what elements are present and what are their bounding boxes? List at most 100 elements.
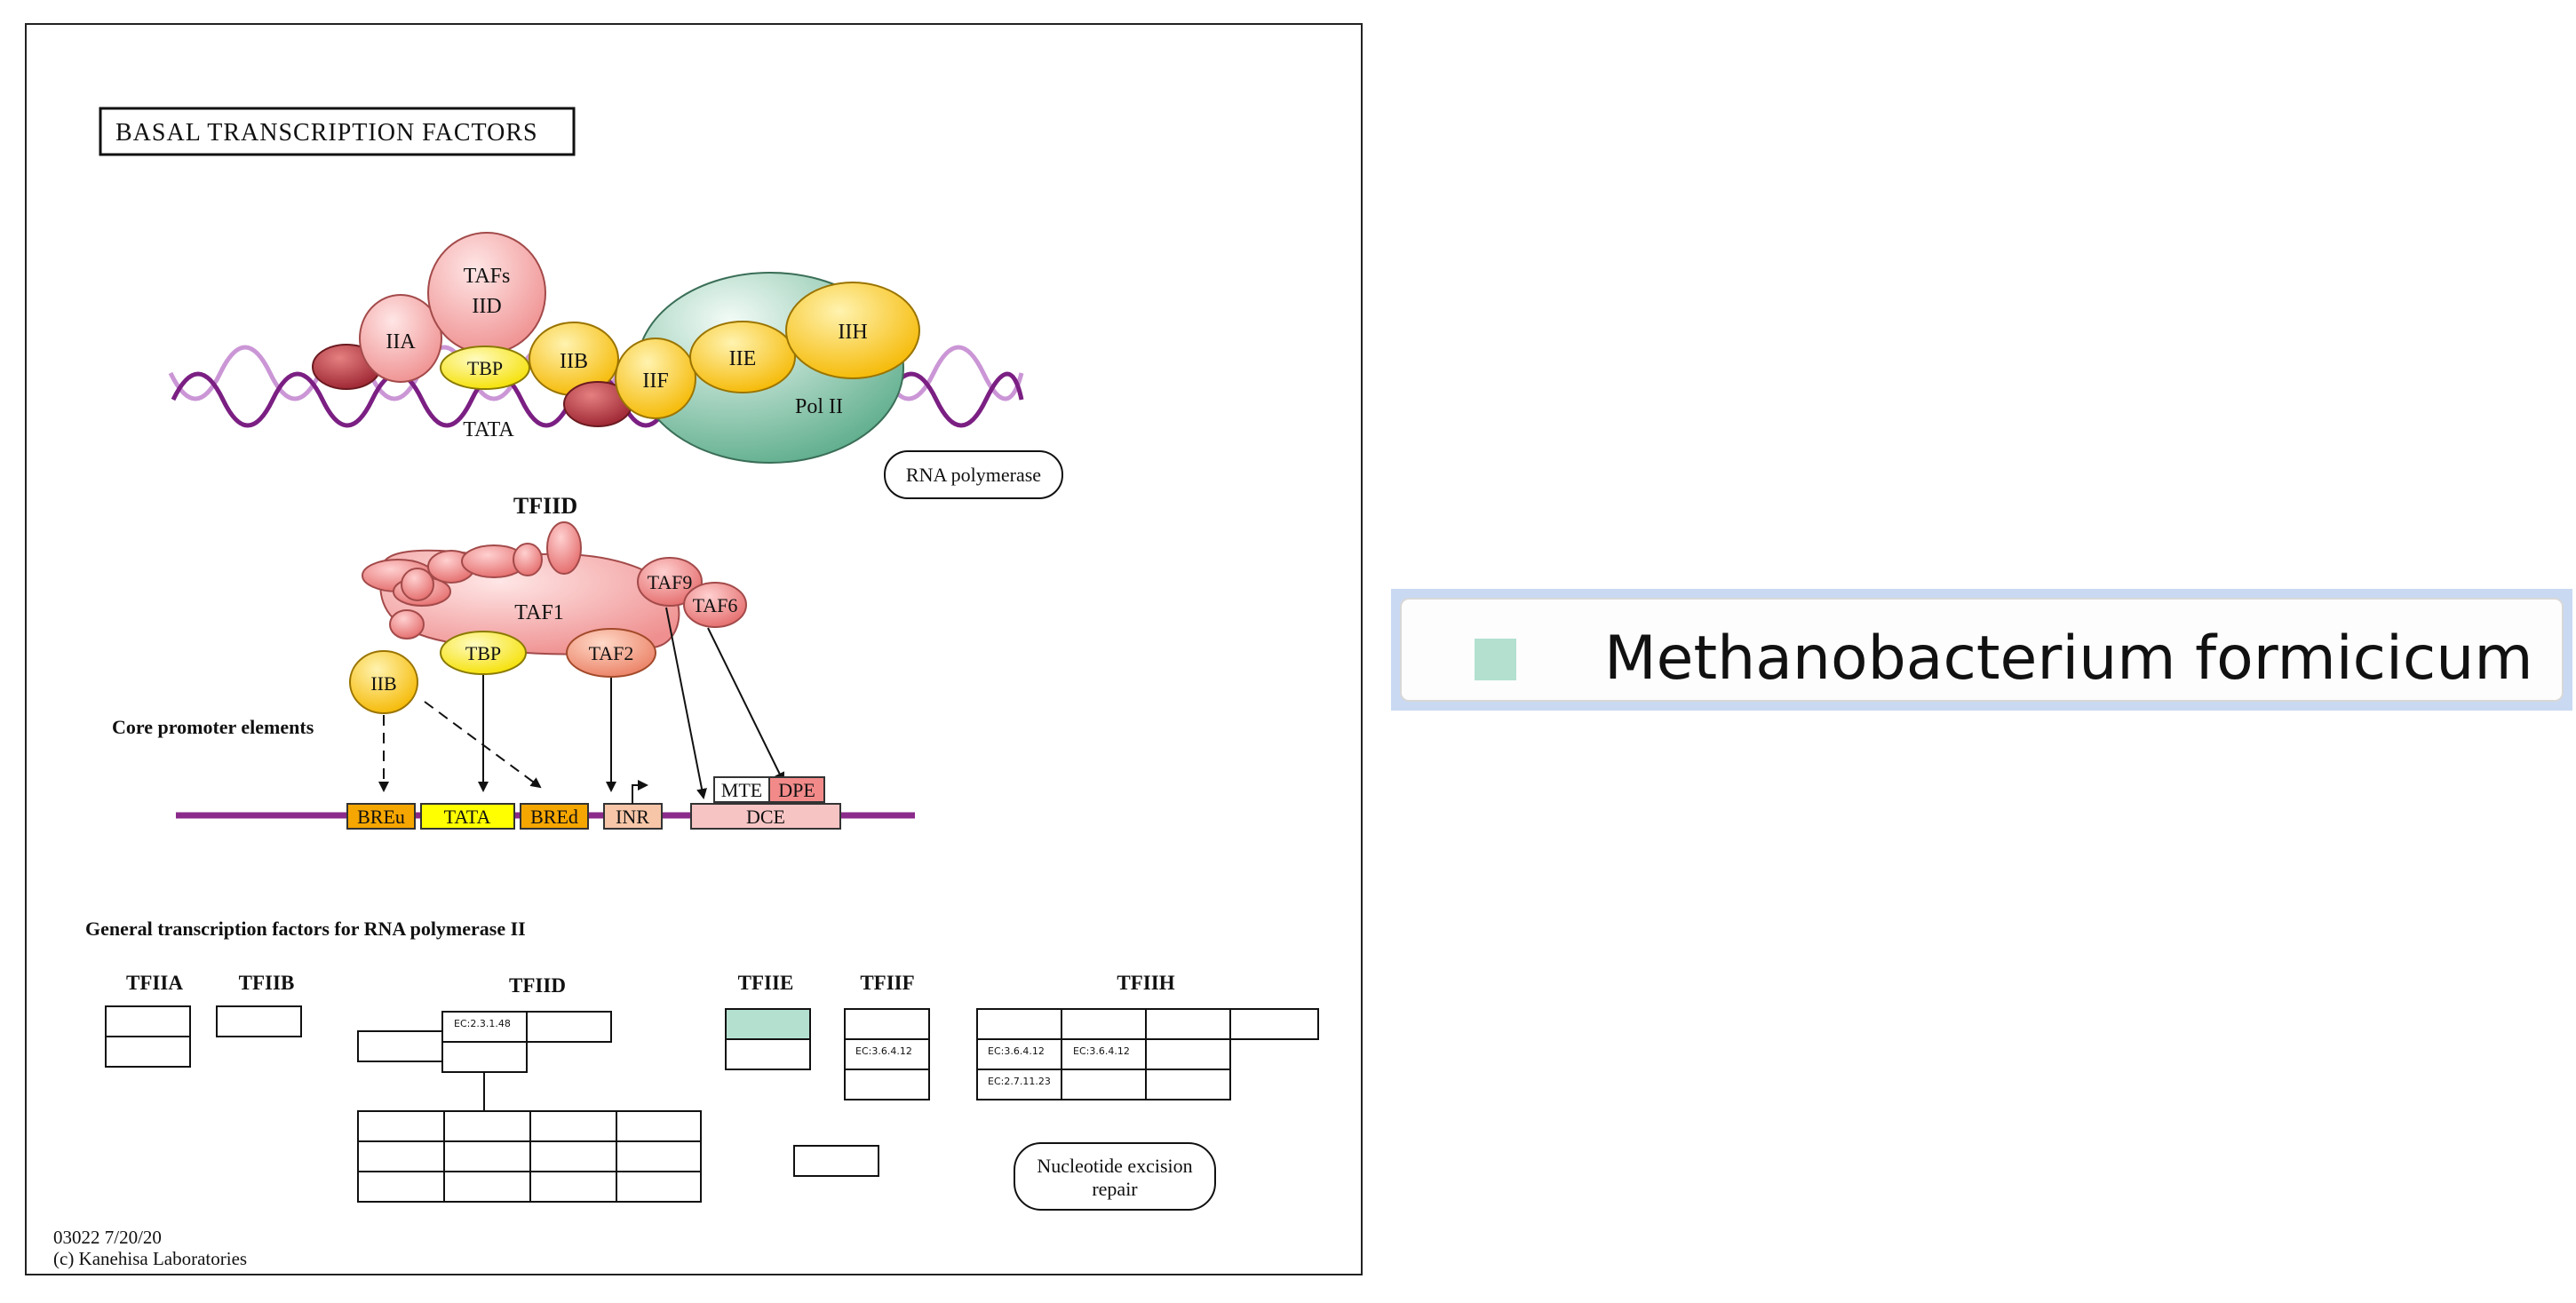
tfiid-header: TFIID — [509, 974, 566, 997]
pathway-map: BASAL TRANSCRIPTION FACTORS Pol II IIA T… — [25, 23, 1363, 1275]
tss-arrow — [632, 780, 648, 804]
tbp-label: TBP — [467, 357, 503, 379]
gene-box[interactable] — [105, 1036, 191, 1068]
taf1-label: TAF1 — [514, 601, 563, 624]
gene-box[interactable] — [844, 1038, 930, 1070]
taf6-blob[interactable] — [683, 582, 747, 628]
core-promoter-label: Core promoter elements — [112, 716, 314, 738]
gene-box[interactable] — [443, 1171, 531, 1203]
taf9-label: TAF9 — [648, 571, 693, 593]
iia-blob[interactable] — [359, 294, 442, 383]
gene-box[interactable] — [357, 1110, 445, 1142]
gene-box[interactable] — [976, 1008, 1062, 1040]
gene-box[interactable] — [443, 1110, 531, 1142]
tfiid-tbp-blob[interactable] — [440, 631, 527, 675]
taf6-label: TAF6 — [693, 594, 738, 616]
ec-label-tfiih-1: EC:3.6.4.12 — [988, 1045, 1045, 1057]
map-title: BASAL TRANSCRIPTION FACTORS — [115, 119, 538, 147]
tfiid-heading: TFIID — [513, 493, 577, 519]
tata-box[interactable] — [420, 803, 515, 830]
legend-organism-label[interactable]: Methanobacterium formicicum — [1604, 624, 2533, 694]
tfiid-complex — [362, 521, 680, 655]
mte-label: MTE — [721, 779, 762, 801]
gene-box[interactable] — [529, 1140, 617, 1172]
gene-box[interactable] — [616, 1110, 702, 1142]
tafs-label: TAFs — [464, 265, 511, 288]
gene-box[interactable] — [529, 1110, 617, 1142]
gene-box[interactable] — [616, 1140, 702, 1172]
tfiif-header: TFIIF — [860, 972, 914, 994]
tfiid-tbp-label: TBP — [465, 642, 501, 664]
iif-blob[interactable] — [615, 338, 696, 419]
organism-legend: Methanobacterium formicicum — [1391, 589, 2572, 711]
ner-label-line2: repair — [1092, 1178, 1138, 1200]
iih-blob[interactable] — [785, 282, 920, 379]
tfiie-header: TFIIE — [738, 972, 794, 994]
ec-label-tfiid: EC:2.3.1.48 — [454, 1018, 511, 1029]
tata-helix-label: TATA — [463, 418, 514, 441]
tfiia-header: TFIIA — [126, 972, 183, 994]
rna-polymerase-label: RNA polymerase — [906, 464, 1041, 486]
gene-box[interactable] — [793, 1145, 879, 1177]
gene-box[interactable] — [844, 1008, 930, 1040]
tfiid-iib-label: IIB — [370, 672, 396, 695]
iia-label: IIA — [386, 330, 416, 354]
dpe-label: DPE — [778, 779, 815, 801]
title-box — [99, 107, 576, 156]
pol2-label: Pol II — [795, 395, 843, 418]
ec-label-tfiih-3: EC:2.7.11.23 — [988, 1076, 1051, 1087]
ec-label-tfiih-2: EC:3.6.4.12 — [1073, 1045, 1130, 1057]
bred-label: BREd — [530, 806, 578, 828]
gene-box[interactable] — [357, 1171, 445, 1203]
promoter-arrows — [378, 607, 784, 799]
taf9-blob[interactable] — [637, 557, 703, 607]
gene-box[interactable] — [616, 1171, 702, 1203]
taf2-blob[interactable] — [566, 628, 656, 678]
gene-box[interactable] — [357, 1030, 443, 1062]
bred-box[interactable] — [520, 803, 589, 830]
iif-label: IIF — [642, 369, 668, 393]
legend-panel: Methanobacterium formicicum — [1400, 598, 2564, 702]
gene-boxes — [105, 1005, 1319, 1203]
gene-box[interactable] — [1145, 1069, 1231, 1100]
iib-label: IIB — [560, 350, 588, 373]
tafs-iid-blob[interactable] — [427, 232, 546, 354]
gene-box[interactable] — [526, 1011, 612, 1043]
iid-label: IID — [472, 295, 501, 318]
gene-box[interactable] — [1061, 1069, 1147, 1100]
general-tf-heading: General transcription factors for RNA po… — [85, 918, 526, 940]
tfiib-header: TFIIB — [239, 972, 295, 994]
gene-box[interactable] — [1061, 1008, 1147, 1040]
gene-box[interactable] — [1145, 1008, 1231, 1040]
taf2-label: TAF2 — [589, 642, 634, 664]
gene-box[interactable] — [725, 1038, 811, 1070]
gene-box[interactable] — [529, 1171, 617, 1203]
inr-label: INR — [616, 806, 649, 828]
footer-copyright: (c) Kanehisa Laboratories — [53, 1248, 247, 1269]
breu-box[interactable] — [346, 803, 416, 830]
legend-swatch — [1475, 639, 1516, 680]
rna-polymerase-link[interactable] — [884, 450, 1063, 499]
ner-label-line1: Nucleotide excision — [1037, 1155, 1192, 1177]
tfiih-header: TFIIH — [1117, 972, 1174, 994]
tbp-blob[interactable] — [440, 346, 530, 390]
gene-box[interactable] — [357, 1140, 445, 1172]
gene-box[interactable] — [1145, 1038, 1231, 1070]
iie-label: IIE — [729, 347, 757, 370]
tfiid-iib-blob[interactable] — [349, 650, 418, 714]
gene-box[interactable] — [216, 1005, 302, 1037]
ner-link[interactable] — [1014, 1142, 1216, 1211]
gene-box[interactable] — [441, 1041, 528, 1073]
dpe-box[interactable] — [768, 776, 825, 803]
gene-box[interactable] — [844, 1069, 930, 1100]
gene-box[interactable] — [1229, 1008, 1319, 1040]
footer-id-date: 03022 7/20/20 — [53, 1227, 162, 1248]
tata-box-label: TATA — [444, 806, 491, 828]
gene-box-highlighted[interactable] — [725, 1008, 811, 1040]
dce-box[interactable] — [690, 803, 841, 830]
breu-label: BREu — [357, 806, 405, 828]
gene-box[interactable] — [105, 1005, 191, 1037]
iie-blob[interactable] — [689, 321, 796, 393]
gene-box[interactable] — [443, 1140, 531, 1172]
ec-label-tfiif: EC:3.6.4.12 — [855, 1045, 912, 1057]
